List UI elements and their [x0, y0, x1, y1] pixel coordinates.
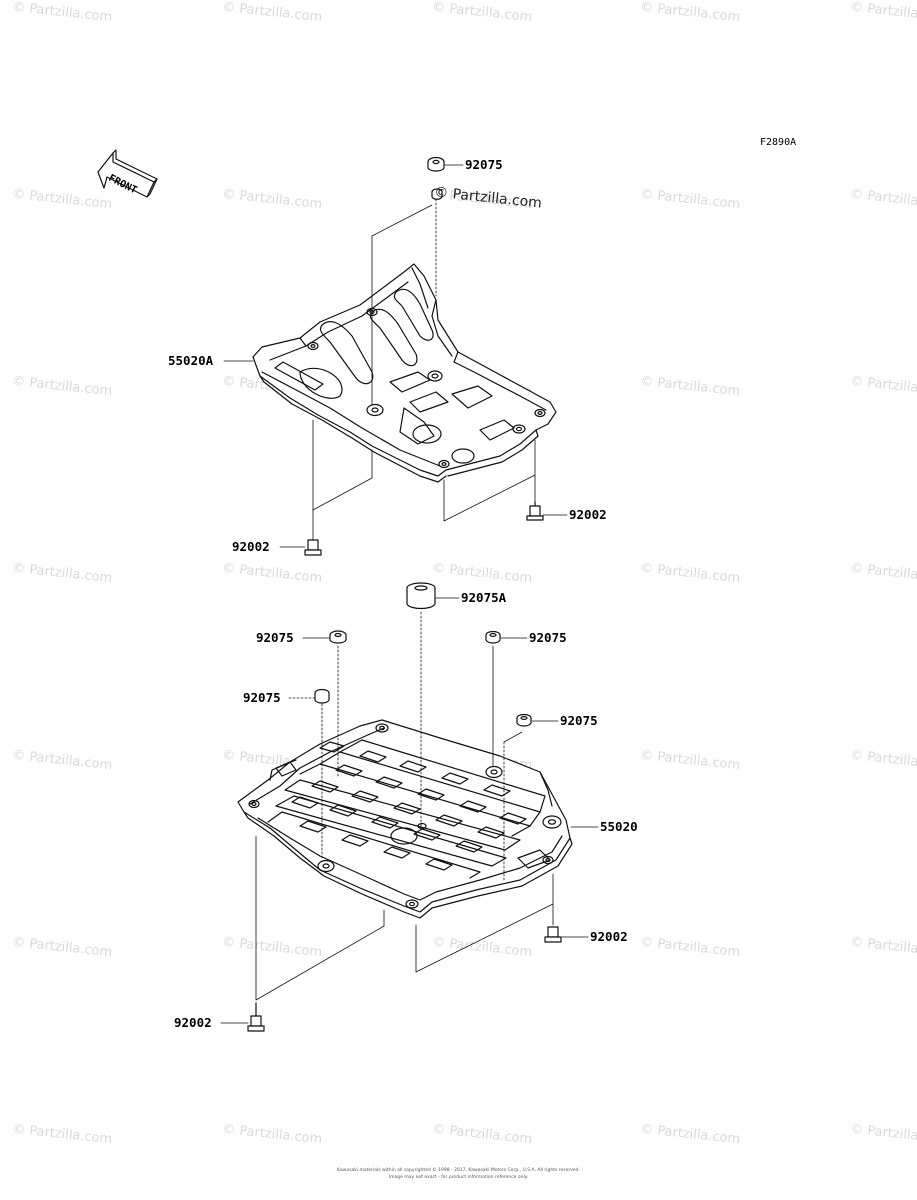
grommet-92075-b	[485, 630, 501, 644]
bolt-92002-right-top	[526, 501, 544, 521]
bolt-92002-left-bottom	[247, 1002, 265, 1032]
callout-92075-d[interactable]: 92075	[560, 713, 598, 728]
grommet-92075-top	[427, 156, 445, 200]
bolt-92002-left-top	[304, 539, 322, 556]
callout-92075-a[interactable]: 92075	[256, 630, 294, 645]
bolt-92002-right-bottom	[544, 926, 562, 943]
collar-92075a	[406, 582, 436, 610]
callout-92075-top[interactable]: 92075	[465, 157, 503, 172]
skid-plate-55020a	[252, 263, 557, 483]
callout-92002-right-bottom[interactable]: 92002	[590, 929, 628, 944]
figure-code: F2890A	[760, 137, 797, 148]
callout-92002-right-top[interactable]: 92002	[569, 507, 607, 522]
front-arrow-icon	[97, 149, 158, 198]
callout-92075-c[interactable]: 92075	[243, 690, 281, 705]
footer-disclaimer: Image may not exact - for product inform…	[388, 1175, 529, 1180]
callout-92075a[interactable]: 92075A	[461, 590, 507, 605]
callout-92002-left-bottom[interactable]: 92002	[174, 1015, 212, 1030]
callout-92002-left-top[interactable]: 92002	[232, 539, 270, 554]
callout-92075-b[interactable]: 92075	[529, 630, 567, 645]
footer-copyright: Kawasaki materials within all copyrighte…	[337, 1168, 580, 1173]
grommet-92075-a	[329, 630, 347, 644]
skid-plate-55020	[237, 719, 573, 919]
callout-55020a[interactable]: 55020A	[168, 353, 214, 368]
callout-55020[interactable]: 55020	[600, 819, 638, 834]
grommet-92075-d	[516, 713, 532, 727]
grommet-92075-c	[314, 688, 330, 704]
